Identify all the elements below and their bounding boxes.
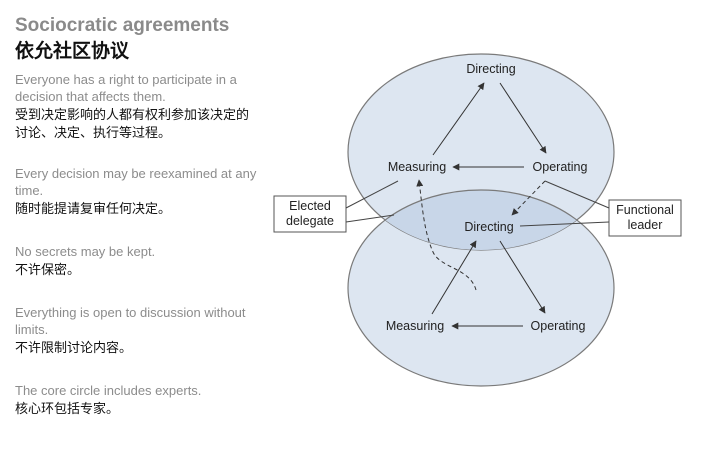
agreement-english: Every decision may be reexamined at any … bbox=[15, 166, 257, 198]
elected-delegate-label-line1: Elected bbox=[289, 199, 331, 213]
lower-arrow-directing-to-operating bbox=[499, 240, 546, 314]
elected-delegate-pointer bbox=[345, 180, 399, 209]
agreement-english: No secrets may be kept. bbox=[15, 244, 156, 259]
upper-arrow-measuring-to-directing bbox=[432, 82, 485, 156]
upper-measuring-label: Measuring bbox=[388, 160, 446, 174]
upper-operating-label: Operating bbox=[533, 160, 588, 174]
agreement-chinese: 受到决定影响的人都有权利参加该决定的讨论、决定、执行等过程。 bbox=[15, 108, 250, 141]
agreement-chinese: 核心环包括专家。 bbox=[15, 402, 120, 417]
title-chinese: 依允社区协议 bbox=[15, 40, 130, 62]
lower-operating-label: Operating bbox=[531, 319, 586, 333]
dashed-arrow-operating-to-directing bbox=[511, 180, 546, 216]
agreement-chinese: 随时能提请复审任何决定。 bbox=[15, 202, 172, 217]
upper-arrow-directing-to-operating bbox=[499, 82, 547, 154]
functional-leader-label-line2: leader bbox=[628, 218, 663, 232]
agreement-chinese: 不许限制讨论内容。 bbox=[15, 341, 133, 356]
agreement-item: No secrets may be kept. 不许保密。 bbox=[15, 243, 260, 280]
agreement-item: Everyone has a right to participate in a… bbox=[15, 71, 260, 143]
agreement-english: Everyone has a right to participate in a… bbox=[15, 72, 237, 104]
agreement-item: The core circle includes experts. 核心环包括专… bbox=[15, 382, 260, 419]
agreements-panel: Sociocratic agreements 依允社区协议 Everyone h… bbox=[15, 14, 260, 439]
lower-arrow-measuring-to-directing bbox=[431, 240, 477, 315]
agreement-item: Every decision may be reexamined at any … bbox=[15, 165, 260, 219]
agreement-item: Everything is open to discussion without… bbox=[15, 304, 260, 358]
lower-measuring-label: Measuring bbox=[386, 319, 444, 333]
dashed-feedback-path bbox=[416, 179, 477, 291]
elected-delegate-box bbox=[273, 195, 347, 233]
agreement-chinese: 不许保密。 bbox=[15, 263, 81, 278]
functional-leader-label-line1: Functional bbox=[616, 203, 674, 217]
title-english: Sociocratic agreements bbox=[15, 15, 230, 36]
functional-leader-box bbox=[608, 199, 682, 237]
elected-delegate-label-line2: delegate bbox=[286, 214, 334, 228]
agreement-english: The core circle includes experts. bbox=[15, 383, 202, 398]
elected-delegate-pointer bbox=[345, 214, 395, 223]
functional-leader-pointer bbox=[544, 180, 610, 209]
agreement-english: Everything is open to discussion without… bbox=[15, 305, 246, 337]
lower-directing-label: Directing bbox=[464, 220, 513, 234]
functional-leader-pointer bbox=[519, 221, 610, 227]
upper-directing-label: Directing bbox=[466, 62, 515, 76]
